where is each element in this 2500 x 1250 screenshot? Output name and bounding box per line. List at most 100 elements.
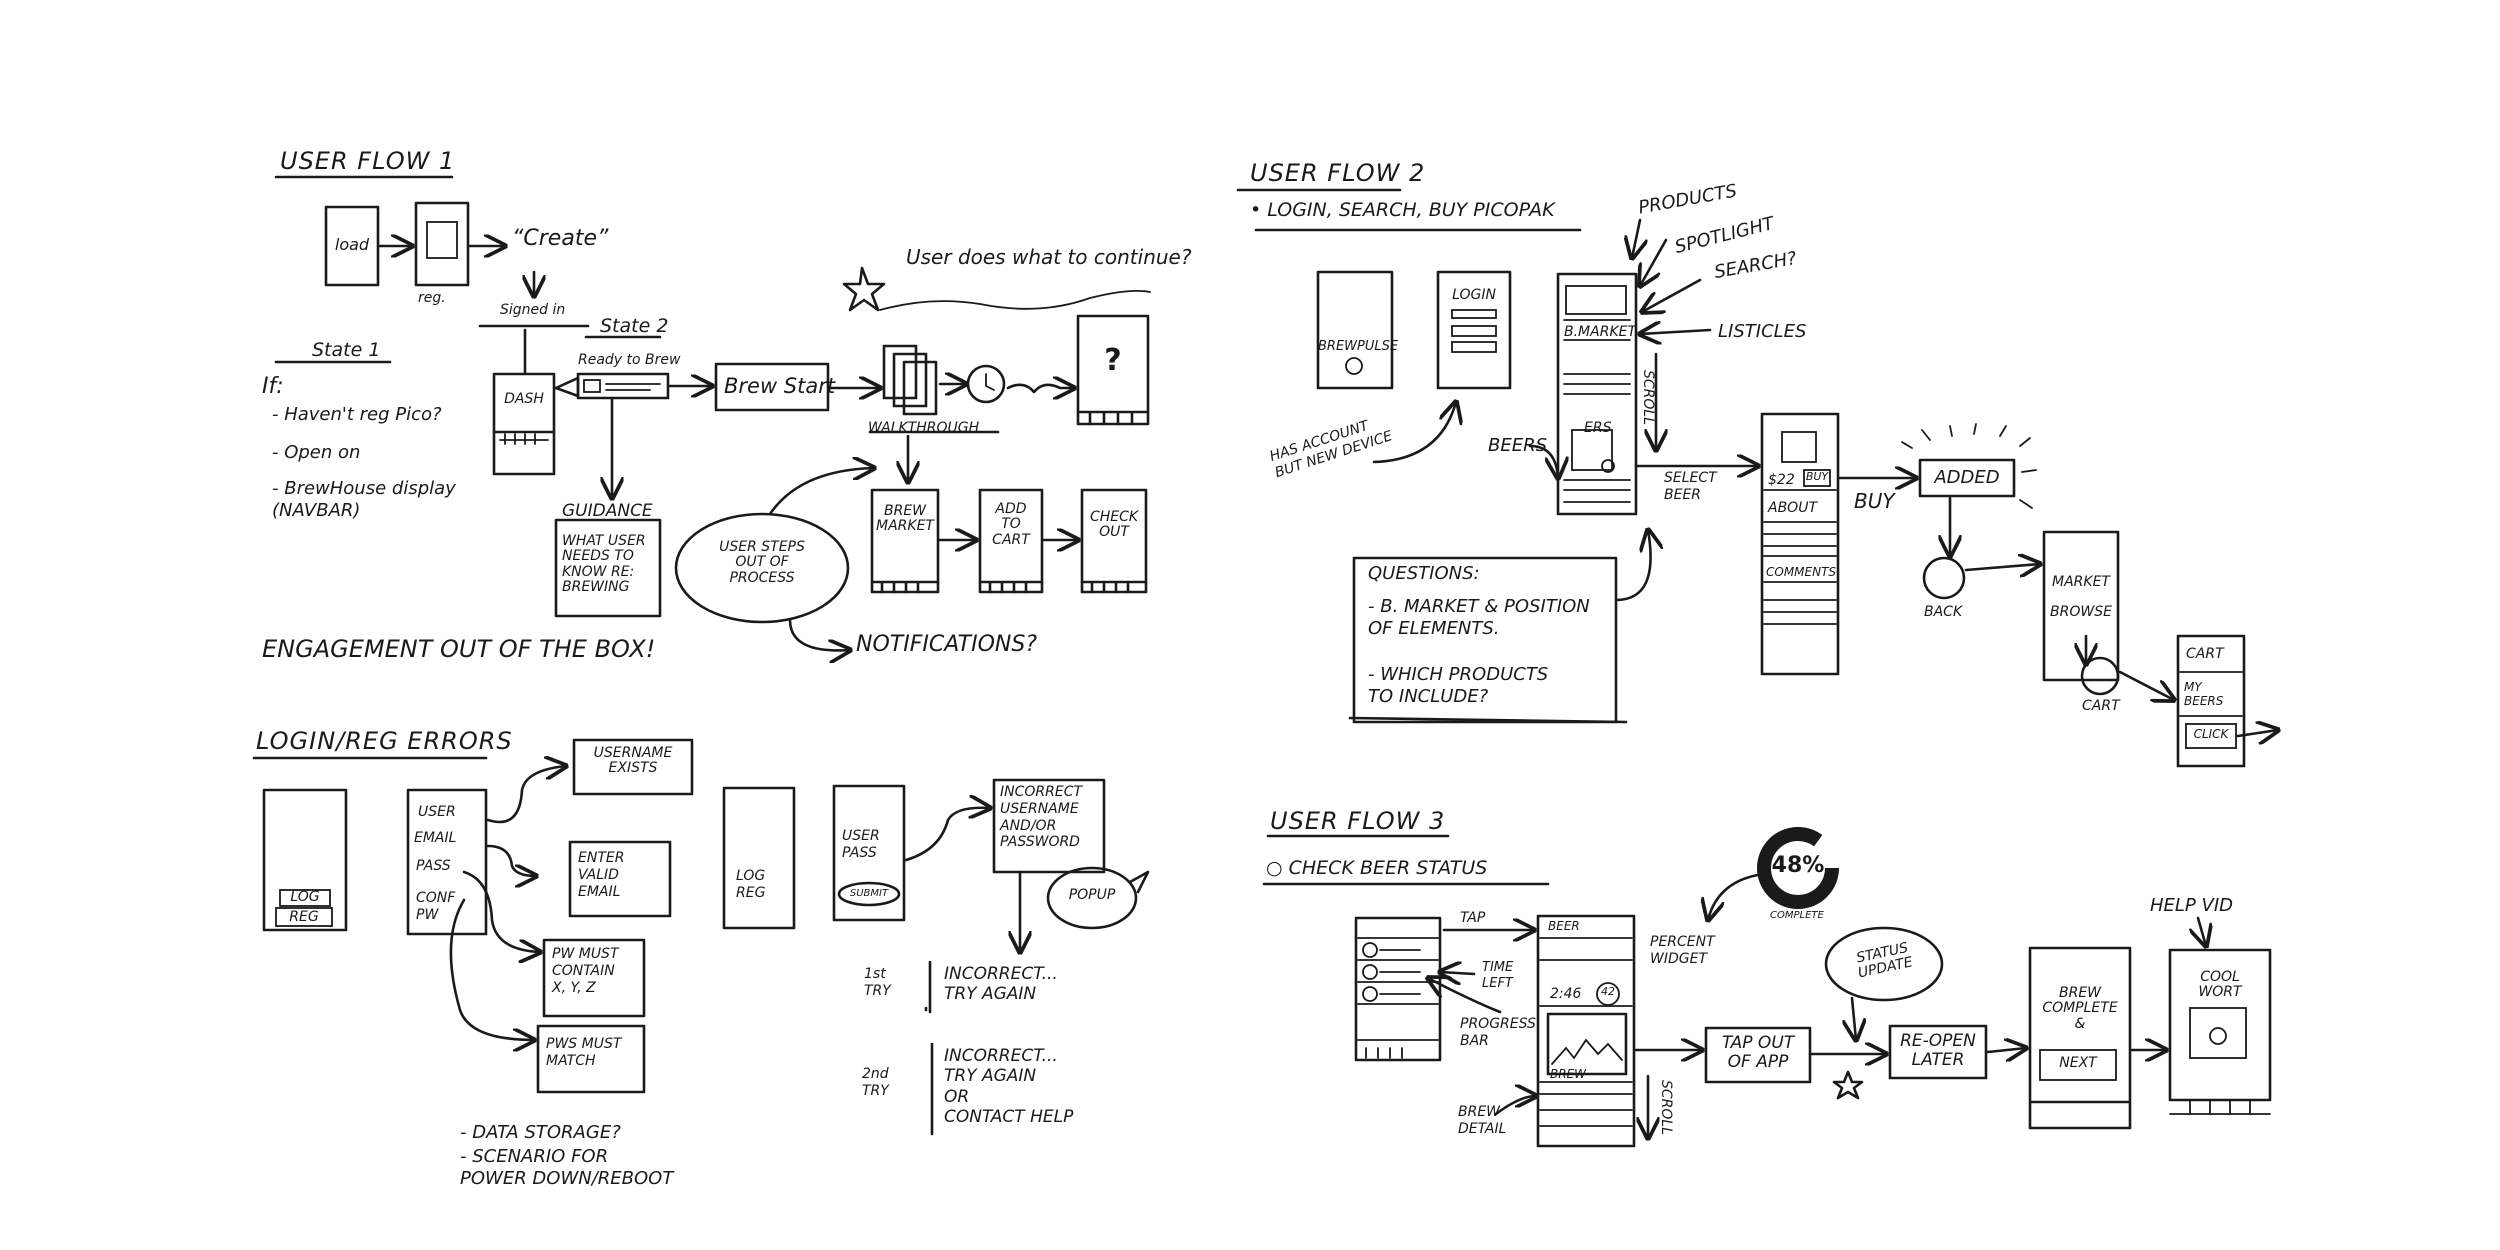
unknown-screen: [1076, 314, 1150, 426]
log-reg-screen: [722, 786, 796, 930]
star-note: User does what to continue?: [906, 245, 1192, 269]
market-label: MARKET: [2052, 574, 2110, 590]
questions-title: QUESTIONS:: [1368, 563, 1480, 584]
state1-label: State 1: [312, 339, 381, 361]
added-box: [1918, 458, 2016, 498]
tap-list-screen: [1354, 916, 1442, 1062]
login-screen: [1436, 270, 1512, 390]
brew-label: BREW: [1550, 1067, 1587, 1081]
complete-label: COMPLETE: [1770, 910, 1824, 921]
reopen-text: RE-OPEN LATER: [1900, 1031, 1976, 1070]
username-exists-text: USERNAME EXISTS: [593, 745, 673, 777]
beers-label: BEERS: [1488, 435, 1548, 456]
login-errors-lines: [252, 738, 1150, 1136]
reg-button-label: REG: [289, 909, 319, 925]
flow2-title: USER FLOW 2: [1250, 159, 1426, 187]
flow3-title: USER FLOW 3: [1270, 807, 1446, 835]
pw-contain-box: [542, 938, 646, 1018]
user-flow-3-lines: [1262, 827, 2272, 1148]
check-out-label: CHECK OUT: [1089, 509, 1139, 541]
loading-circle: [966, 364, 1006, 404]
conf-pw-label: CONF PW: [416, 890, 456, 923]
percent-ring: [1757, 827, 1839, 909]
brew-market-label: BREW MARKET: [876, 503, 934, 535]
badge-circle: [1596, 982, 1620, 1006]
user-flow-2-lines: [1236, 188, 2278, 768]
login-note-1: - DATA STORAGE?: [460, 1122, 621, 1143]
brewpulse-screen: [1316, 270, 1394, 390]
user-pass-screen: [832, 784, 906, 922]
incorrect-box-text: INCORRECT USERNAME AND/OR PASSWORD: [1000, 784, 1083, 851]
walkthrough-label: WALKTHROUGH: [868, 420, 980, 436]
time-left-label: TIME LEFT: [1482, 960, 1514, 991]
comments-label: COMMENTS: [1766, 565, 1837, 579]
ers-label: ERS: [1584, 420, 1612, 436]
check-out-screen: [1080, 488, 1148, 594]
user-steps-text: USER STEPS OUT OF PROCESS: [719, 539, 805, 586]
guidance-label: GUIDANCE: [562, 501, 653, 521]
pw-contain-text: PW MUST CONTAIN X, Y, Z: [552, 946, 619, 996]
question-2: - WHICH PRODUCTS TO INCLUDE?: [1368, 664, 1549, 707]
brew-complete-text: BREW COMPLETE &: [2042, 985, 2118, 1032]
added-label: ADDED: [1934, 467, 2000, 488]
submit-button-sketch: [837, 881, 901, 907]
select-beer-label: SELECT BEER: [1664, 470, 1717, 503]
try2-label: 2nd TRY: [862, 1066, 889, 1099]
notifications-label: NOTIFICATIONS?: [856, 632, 1037, 657]
market-browse-screen: [2042, 530, 2120, 682]
add-to-cart-screen: [978, 488, 1044, 594]
pass-field-label: PASS: [416, 858, 451, 874]
if-item-3: - BrewHouse display (NAVBAR): [272, 478, 456, 521]
brew-start-label: Brew Start: [724, 374, 836, 398]
load-screen: [324, 205, 380, 287]
cart-screen: [2176, 634, 2246, 768]
log-button-label: LOG: [290, 889, 320, 905]
brew-start-box: [714, 362, 830, 412]
tap-label: TAP: [1460, 910, 1486, 926]
question-1: - B. MARKET & POSITION OF ELEMENTS.: [1368, 596, 1590, 639]
questions-box: [1352, 556, 1618, 724]
state2-label: State 2: [600, 315, 669, 337]
reopen-box: [1888, 1024, 1988, 1080]
cart-icon-circle: [2080, 656, 2120, 696]
about-label: ABOUT: [1768, 500, 1817, 516]
guidance-text: WHAT USER NEEDS TO KNOW RE: BREWING: [562, 533, 646, 596]
badge-value: 42: [1601, 985, 1615, 998]
log-reg-text: LOG REG: [736, 868, 766, 901]
user-flow-1-lines: [274, 175, 1151, 650]
buy-small-label: BUY: [1805, 470, 1829, 483]
reg-screen: [414, 201, 470, 287]
dash-label: DASH: [504, 391, 544, 407]
pws-match-box: [536, 1024, 646, 1094]
cool-wort-text: COOL WORT: [2198, 969, 2242, 1001]
submit-text: SUBMIT: [849, 888, 889, 899]
question-screen-mark: ?: [1104, 343, 1122, 378]
percent-widget-label: PERCENT WIDGET: [1650, 934, 1715, 967]
enter-valid-email-text: ENTER VALID EMAIL: [578, 850, 625, 900]
engagement-label: ENGAGEMENT OUT OF THE BOX!: [262, 635, 656, 663]
email-field-label: EMAIL: [414, 830, 457, 846]
back-label: BACK: [1924, 604, 1963, 620]
try1-label: 1st TRY: [864, 966, 891, 999]
beer-detail-screen: [1760, 412, 1840, 676]
back-circle: [1922, 556, 1966, 600]
my-beers-label: MY BEERS: [2184, 680, 2224, 709]
add-to-cart-label: ADD TO CART: [992, 501, 1030, 548]
tap-out-text: TAP OUT OF APP: [1721, 1033, 1795, 1072]
incorrect-box: [992, 778, 1106, 874]
flow2-scroll-label: SCROLL: [1640, 370, 1656, 426]
guidance-box: [554, 518, 662, 618]
start-screen: [262, 788, 348, 932]
enter-valid-email-box: [568, 840, 672, 918]
if-item-1: - Haven't reg Pico?: [272, 404, 442, 425]
username-exists-box: [572, 738, 694, 796]
next-button-label: NEXT: [2059, 1055, 2097, 1071]
reg-label: reg.: [418, 290, 446, 306]
popup-text: POPUP: [1068, 887, 1116, 903]
if-label: If:: [262, 374, 284, 399]
cart-label: CART: [2082, 698, 2120, 714]
help-vid-label: HELP VID: [2150, 895, 2233, 916]
listicles-label: LISTICLES: [1718, 321, 1807, 342]
flow1-title: USER FLOW 1: [280, 147, 456, 175]
